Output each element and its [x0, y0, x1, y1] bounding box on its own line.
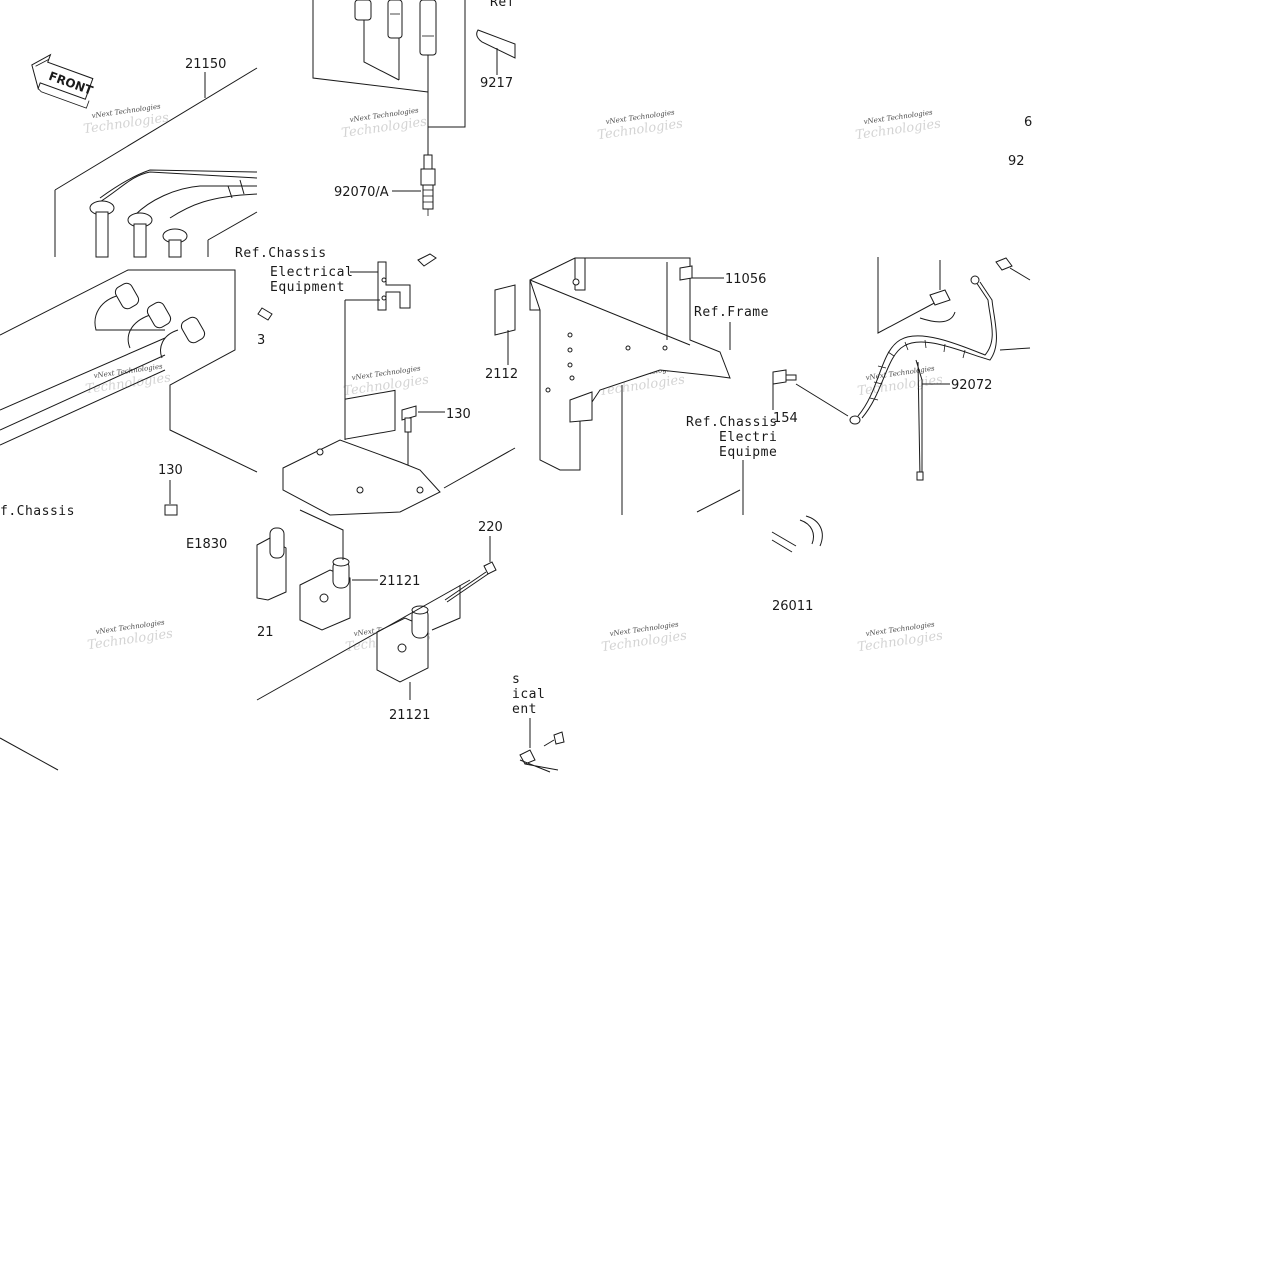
reference-chassis-bottom-line3: ent: [512, 702, 537, 717]
reference-chassis-center-line1: Ref.Chassis: [235, 246, 327, 261]
part-number-21121-lower: 21121: [389, 708, 430, 723]
part-number-21150: 21150: [185, 57, 226, 72]
part-number-11056: 11056: [725, 272, 766, 287]
part-number-130-center: 130: [446, 407, 471, 422]
tile-top-center: Ref 9217 92070/A: [312, 0, 516, 216]
tile-mid-far-right: 154 92072: [772, 257, 1031, 481]
spark-plug-icon: [420, 154, 436, 216]
tile-mid-left: 130 f.Chassis: [0, 269, 258, 519]
reference-ref-top: Ref: [490, 0, 515, 10]
front-direction-arrow: FRONT: [31, 53, 96, 109]
part-number-220: 220: [478, 520, 503, 535]
part-number-92070a: 92070/A: [334, 185, 389, 200]
ignition-coil-icon: [299, 557, 351, 631]
reference-chassis-right-line3: Equipme: [719, 445, 777, 460]
part-number-21121-upper: 21121: [379, 574, 420, 589]
ignition-coil-icon: [376, 605, 429, 683]
reference-chassis-center-line3: Equipment: [270, 280, 345, 295]
reference-chassis-center-line2: Electrical: [270, 265, 353, 280]
part-number-92-partial: 92: [1008, 154, 1025, 169]
part-number-21-partial: 21: [257, 625, 274, 640]
bolt-icon: [401, 405, 417, 433]
reference-chassis-right-line2: Electri: [719, 430, 777, 445]
part-code-e1830: E1830: [186, 537, 227, 552]
part-number-3-partial: 3: [257, 333, 265, 348]
bolt-icon: [543, 731, 565, 747]
plug-cap-icon: [89, 200, 188, 258]
part-number-130-left: 130: [158, 463, 183, 478]
bolt-icon: [772, 369, 797, 385]
part-number-154: 154: [773, 411, 798, 426]
cap-icon: [354, 0, 437, 56]
part-number-92072: 92072: [951, 378, 992, 393]
part-number-26011: 26011: [772, 599, 813, 614]
screw-icon: [444, 561, 497, 603]
reference-chassis-bottom-line1: s: [512, 672, 520, 687]
tile-top-left: FRONT 21150: [31, 53, 258, 258]
reference-chassis-left: f.Chassis: [0, 504, 75, 519]
tile-top-right: 6 92: [1008, 115, 1032, 169]
part-number-9217: 9217: [480, 76, 513, 91]
reference-chassis-right-line1: Ref.Chassis: [686, 415, 778, 430]
part-number-partial: 6: [1024, 115, 1032, 130]
tile-bottom-right: 26011: [771, 515, 823, 614]
tile-bottom-center: 21 21121 21121 220 s ical: [256, 509, 565, 773]
reference-frame: Ref.Frame: [694, 305, 769, 320]
tile-mid-center: Ref.Chassis Electrical Equipment 3 130: [235, 246, 516, 516]
tile-bottom-left: E1830: [0, 537, 227, 771]
reference-chassis-bottom-line2: ical: [512, 687, 545, 702]
part-number-2112-partial: 2112: [485, 367, 518, 382]
tile-mid-right-frame: 2112 11056 Ref.Frame Ref.Chassis Electri…: [485, 257, 778, 515]
plug-cap-icon: [114, 282, 206, 344]
